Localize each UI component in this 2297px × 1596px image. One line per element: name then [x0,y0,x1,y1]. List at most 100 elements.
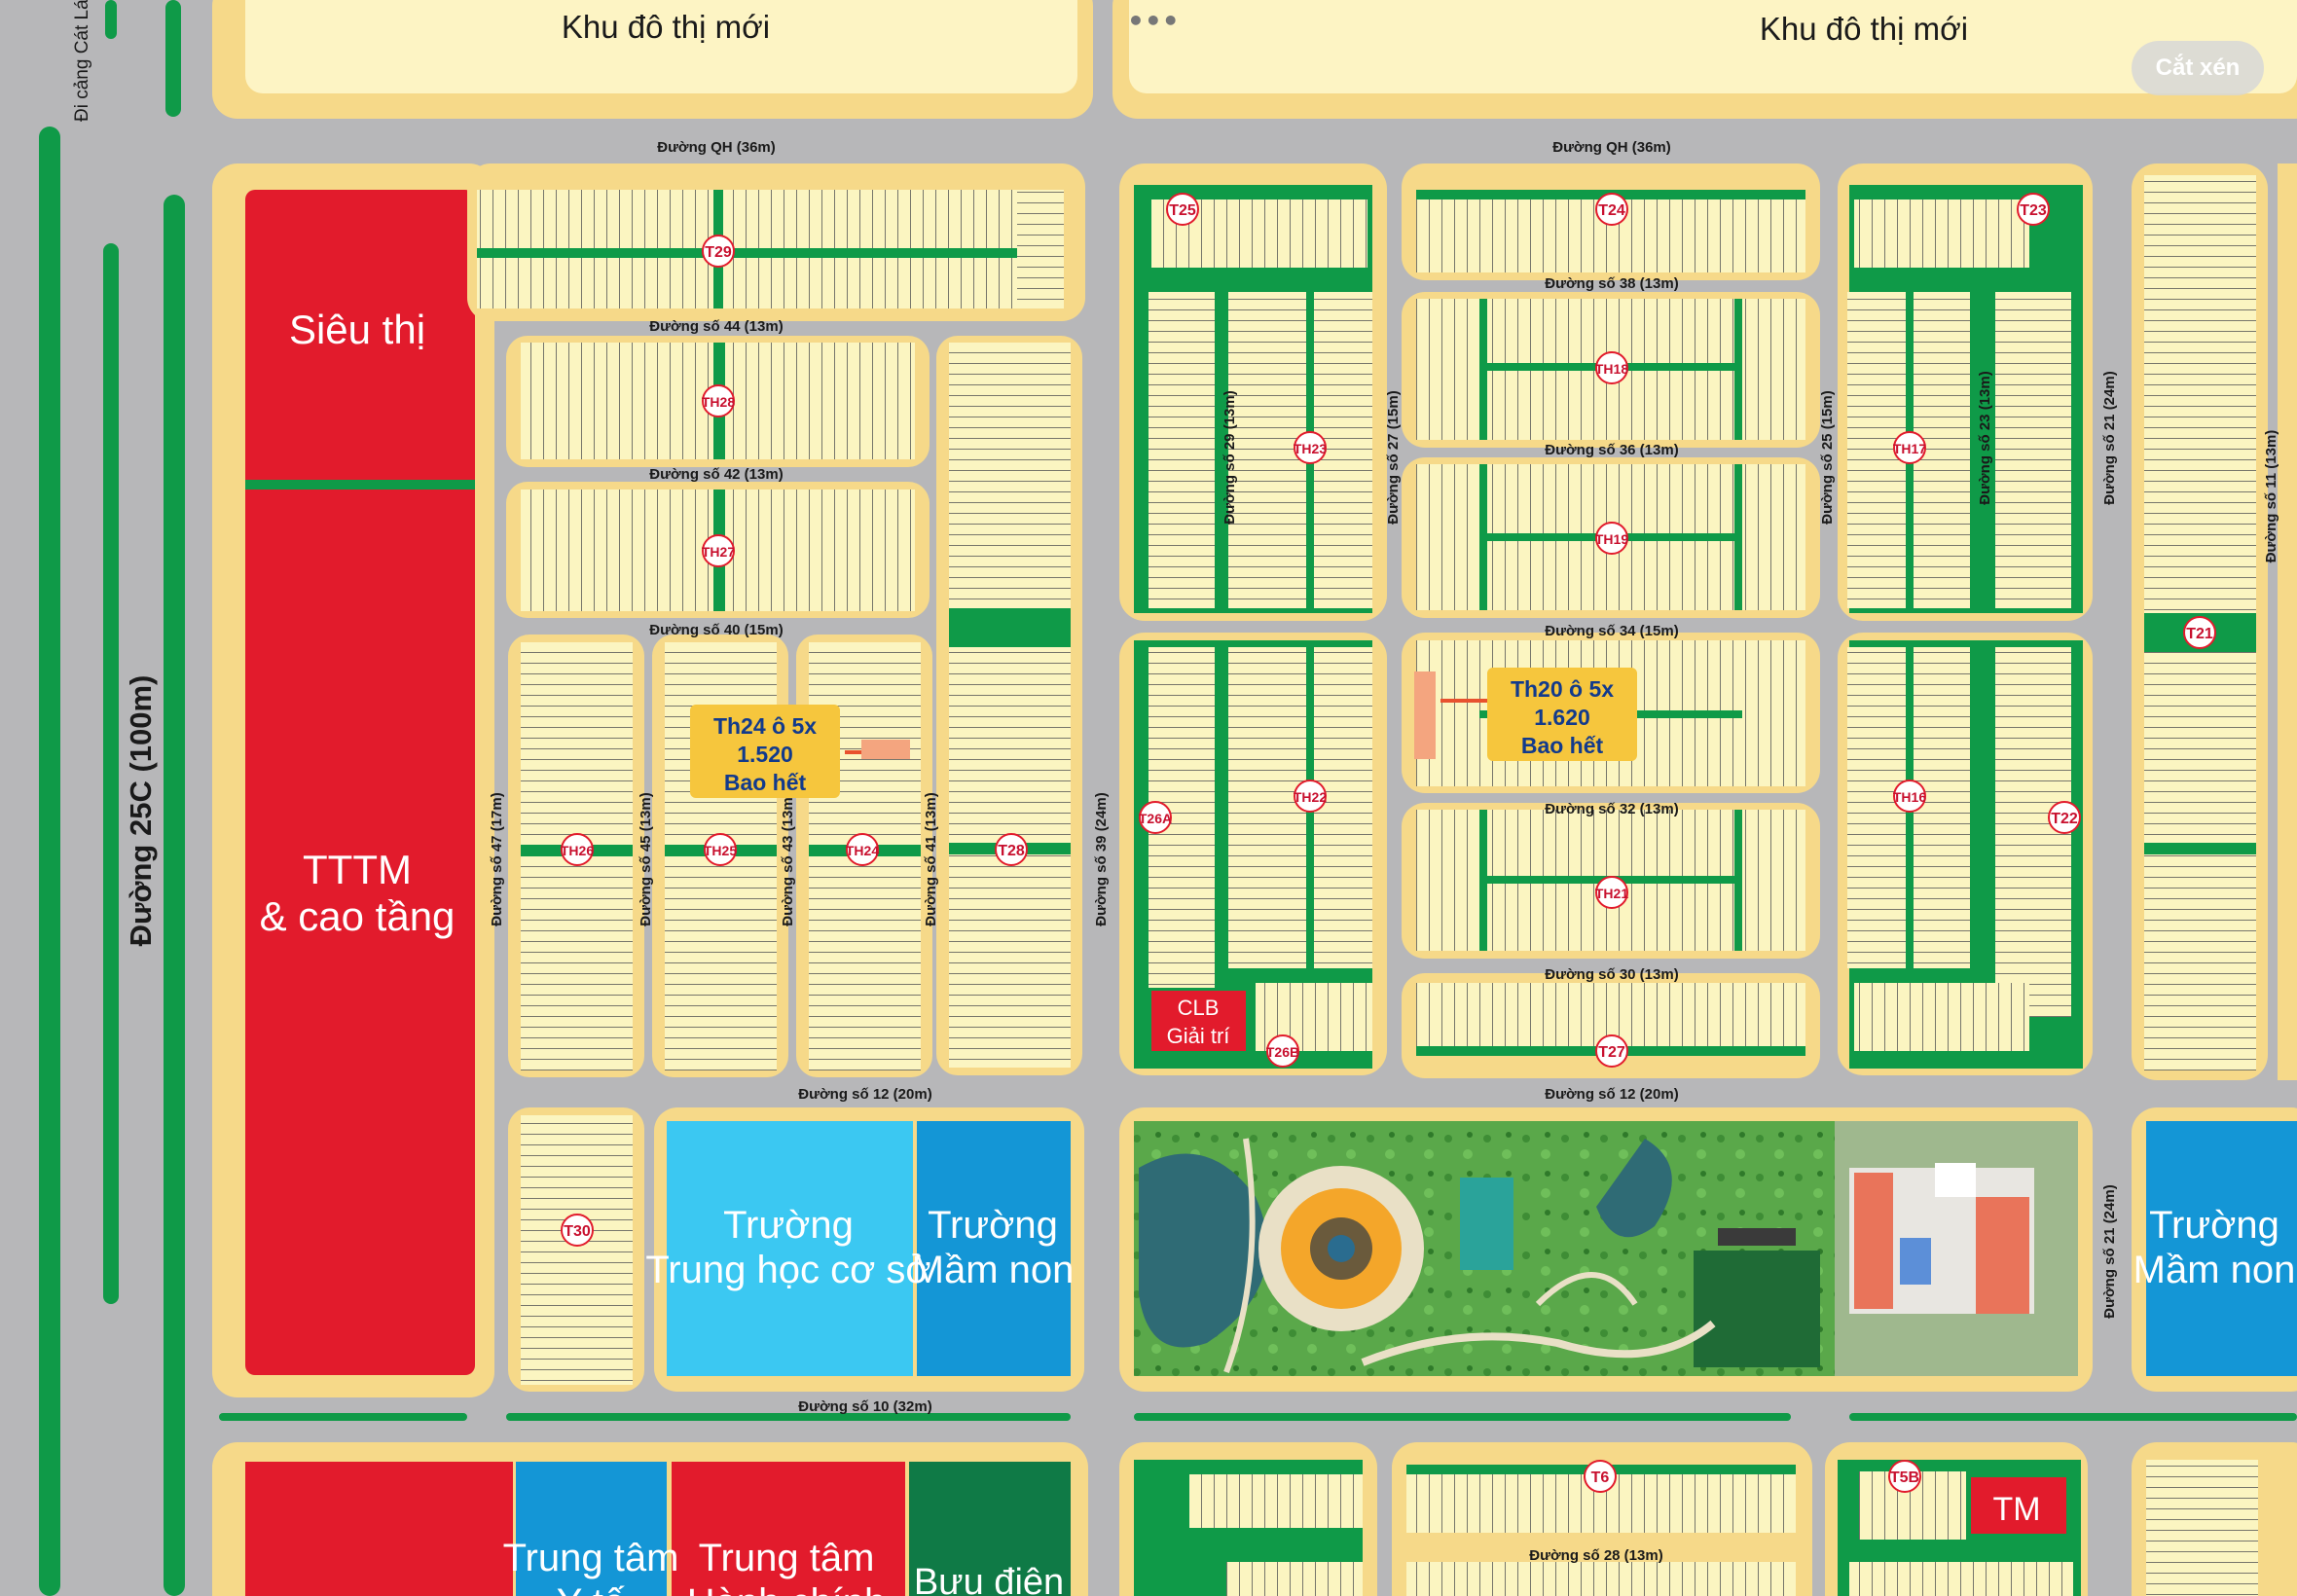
block-marker-t29[interactable]: T29 [702,235,735,268]
callout-th20[interactable]: Th20 ô 5x 1.620 Bao hết [1487,668,1637,761]
block-marker-th21[interactable]: TH21 [1595,876,1628,909]
block-marker-label: TH21 [1595,886,1628,901]
block-marker-th28[interactable]: TH28 [702,384,735,417]
block-marker-t30[interactable]: T30 [561,1214,594,1247]
callout-th24-line2: 1.520 [737,742,793,767]
medical-center [516,1462,667,1596]
park-features [1139,1138,1820,1374]
kindergarten-right [2146,1121,2297,1376]
road-label-29: Đường số 29 (13m) [1221,390,1238,524]
crop-button[interactable]: Cắt xén [2132,41,2264,95]
callout-th24[interactable]: Th24 ô 5x 1.520 Bao hết [690,705,840,798]
kindergarten-label-line1: Trường [928,1204,1058,1247]
block-marker-t21[interactable]: T21 [2183,616,2216,649]
road-label-36: Đường số 36 (13m) [1545,442,1678,458]
road-label-qh-left: Đường QH (36m) [657,139,776,156]
block-marker-label: T29 [705,244,732,261]
road-label-42: Đường số 42 (13m) [649,466,783,483]
callout-th24-line3: Bao hết [724,770,807,795]
supermarket-label: Siêu thị [289,307,425,352]
road-label-47: Đường số 47 (17m) [489,792,505,925]
road-label-27: Đường số 27 (15m) [1385,390,1402,524]
road-label-12-left: Đường số 12 (20m) [798,1086,931,1103]
commercial-zone [245,190,475,1375]
block-marker-t24[interactable]: T24 [1595,193,1628,226]
block-marker-label: T28 [998,843,1025,859]
block-marker-label: T6 [1591,1469,1610,1486]
club-label-line1: CLB [1178,996,1220,1020]
block-marker-t28[interactable]: T28 [995,833,1028,866]
callout-th20-line3: Bao hết [1521,733,1604,758]
block-marker-label: TH25 [704,843,737,858]
road-label-38: Đường số 38 (13m) [1545,275,1678,292]
block-marker-th17[interactable]: TH17 [1893,431,1926,464]
block-marker-t23[interactable]: T23 [2017,193,2050,226]
block-marker-label: T24 [1598,202,1625,219]
medical-label-line2: Y tế [557,1581,625,1596]
secondary-school-label-line2: Trung học cơ sở [645,1249,930,1291]
road-label-39: Đường số 39 (24m) [1093,792,1110,925]
block-marker-label: T21 [2186,626,2213,642]
road-label-43: Đường số 43 (13m) [780,792,796,925]
kindergarten-right-label-line1: Trường [2149,1204,2279,1247]
road-label-34: Đường số 34 (15m) [1545,623,1678,639]
road-greenery [39,0,2297,1596]
block-marker-label: TH23 [1294,441,1327,456]
block-marker-label: T23 [2020,202,2047,219]
block-marker-label: T27 [1598,1044,1625,1061]
block-marker-th22[interactable]: TH22 [1294,780,1327,813]
road-label-40: Đường số 40 (15m) [649,622,783,638]
kindergarten-label-line2: Mầm non [912,1249,1075,1291]
callout-connectors [845,671,1494,759]
block-marker-th19[interactable]: TH19 [1595,522,1628,555]
block-marker-t5b[interactable]: T5B [1888,1460,1921,1493]
block-marker-th27[interactable]: TH27 [702,534,735,567]
admin-label-line1: Trung tâm [699,1537,875,1579]
road-label-25: Đường số 25 (15m) [1819,390,1836,524]
road-label-45: Đường số 45 (13m) [638,792,654,925]
block-marker-th23[interactable]: TH23 [1294,431,1327,464]
block-marker-th18[interactable]: TH18 [1595,351,1628,384]
block-marker-th26[interactable]: TH26 [561,833,594,866]
new-urban-area-label-left: Khu đô thị mới [562,9,770,45]
block-marker-label: T5B [1890,1469,1919,1486]
road-label-41: Đường số 41 (13m) [923,792,939,925]
block-marker-label: TH17 [1893,441,1926,456]
callout-th20-line1: Th20 ô 5x [1511,676,1614,702]
new-urban-area-label-right: Khu đô thị mới [1760,11,1968,47]
mall-label-line1: TTTM [303,847,412,892]
road-label-21-bottom: Đường số 21 (24m) [2101,1184,2118,1318]
club-label-line2: Giải trí [1167,1024,1230,1048]
block-marker-t6[interactable]: T6 [1584,1460,1617,1493]
admin-center [672,1462,905,1596]
callout-th24-line1: Th24 ô 5x [713,713,817,739]
block-marker-label: TH18 [1595,361,1628,377]
kindergarten [917,1121,1071,1376]
drag-handle-icon[interactable]: ••• [1127,5,1180,37]
block-marker-th24[interactable]: TH24 [846,833,879,866]
road-label-qh-right: Đường QH (36m) [1552,139,1671,156]
medical-label-line1: Trung tâm [503,1537,679,1579]
block-marker-th16[interactable]: TH16 [1893,780,1926,813]
block-marker-label: TH24 [846,843,879,858]
block-marker-label: TH27 [702,544,735,560]
road-label-25c: Đường 25C (100m) [124,675,158,947]
road-label-44: Đường số 44 (13m) [649,318,783,335]
mall-label-line2: & cao tầng [260,893,456,939]
block-marker-t26b[interactable]: T26B [1266,1034,1299,1068]
block-marker-label: TH22 [1294,789,1327,805]
block-marker-t25[interactable]: T25 [1166,193,1199,226]
block-marker-label: T30 [564,1223,591,1240]
road-label-11: Đường số 11 (13m) [2263,430,2279,563]
secondary-school [667,1121,913,1376]
block-marker-label: T25 [1169,202,1196,219]
block-marker-th25[interactable]: TH25 [704,833,737,866]
road-label-28: Đường số 28 (13m) [1529,1547,1662,1564]
block-marker-t22[interactable]: T22 [2048,801,2081,834]
block-marker-label: T22 [2051,811,2078,827]
block-marker-label: T26B [1266,1044,1299,1060]
block-marker-t26a[interactable]: T26A [1139,801,1172,834]
block-marker-t27[interactable]: T27 [1595,1034,1628,1068]
